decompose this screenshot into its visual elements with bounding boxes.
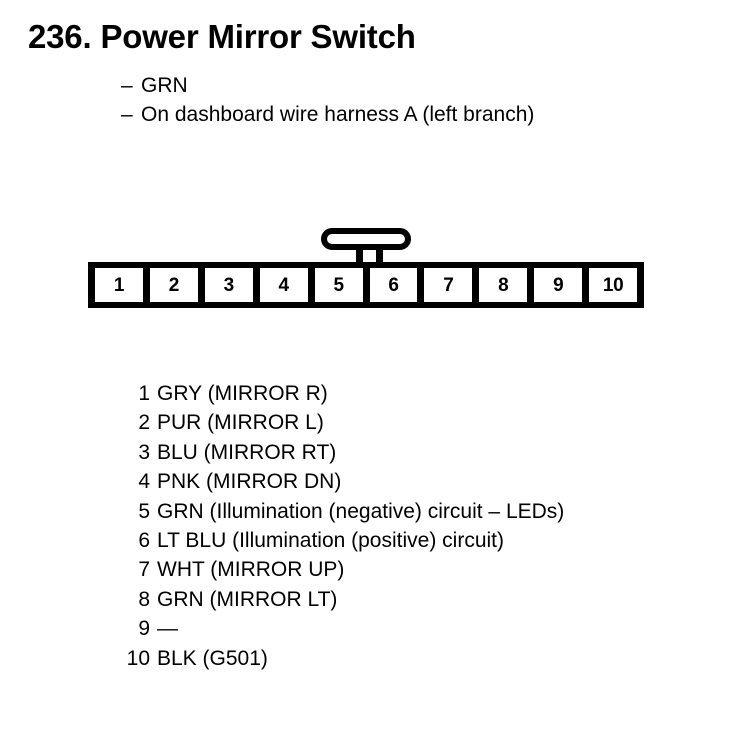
pin-row-number: 8: [138, 587, 150, 611]
pin-cell-5: 5: [314, 268, 363, 302]
pin-row: 5 GRN (Illumination (negative) circuit – …: [100, 497, 564, 526]
pin-row: 4 PNK (MIRROR DN): [100, 467, 564, 496]
pin-row-number: 4: [138, 470, 150, 494]
note-text: GRN: [141, 74, 188, 97]
pin-cell-6: 6: [369, 268, 418, 302]
pin-row-number: 7: [138, 558, 150, 582]
connector-diagram: 1 2 3 4 5 6 7 8 9 10: [88, 228, 644, 308]
pin-row-number: 3: [138, 440, 150, 464]
pin-row: 6 LT BLU (Illumination (positive) circuit…: [100, 526, 564, 555]
pin-row-number: 9: [138, 617, 150, 641]
page-title-number: 236.: [28, 18, 92, 55]
pin-row: 9—: [100, 614, 564, 643]
pin-row-number: 1: [138, 382, 150, 405]
pin-row-description: PUR (MIRROR L): [157, 411, 324, 435]
pin-cell-4: 4: [259, 268, 308, 302]
pin-row-description: —: [157, 617, 178, 641]
page-title: 236.Power Mirror Switch: [28, 19, 416, 55]
pin-row-description: BLU (MIRROR RT): [157, 440, 337, 464]
pin-row-number: 6: [138, 529, 150, 553]
pin-row-description: GRN (Illumination (negative) circuit – L…: [157, 499, 565, 523]
pin-assignment-list: 1 GRY (MIRROR R) 2 PUR (MIRROR L) 3 BLU (MI…: [100, 379, 565, 673]
pin-row: 8 GRN (MIRROR LT): [100, 585, 564, 614]
pin-row-number: 2: [138, 411, 150, 435]
pin-row-number: 5: [138, 499, 150, 523]
pin-cell-10: 10: [589, 268, 638, 302]
pin-cell-3: 3: [204, 268, 253, 302]
pin-row: 1 GRY (MIRROR R): [100, 379, 564, 408]
pin-row: 10 BLK (G501): [100, 644, 564, 673]
note-dash-icon: –: [121, 103, 133, 126]
latch-tab-body: [321, 228, 411, 250]
latch-tab-leg-left: [356, 244, 363, 263]
note-text: On dashboard wire harness A (left branch…: [141, 103, 535, 126]
note-line: –On dashboard wire harness A (left branc…: [121, 100, 534, 129]
pin-cell-2: 2: [149, 268, 198, 302]
connector-body: 1 2 3 4 5 6 7 8 9 10: [88, 262, 644, 308]
pin-row-description: WHT (MIRROR UP): [157, 558, 345, 582]
pin-row-description: GRY (MIRROR R): [157, 382, 328, 405]
pin-row: 3 BLU (MIRROR RT): [100, 438, 564, 467]
pin-row: 7 WHT (MIRROR UP): [100, 555, 564, 584]
pin-row-number: 10: [126, 646, 150, 670]
note-list: –GRN –On dashboard wire harness A (left …: [121, 71, 534, 129]
latch-tab-icon: [321, 228, 411, 263]
note-line: –GRN: [121, 71, 534, 100]
page-title-text: Power Mirror Switch: [100, 18, 416, 55]
pin-cell-8: 8: [479, 268, 528, 302]
note-dash-icon: –: [121, 74, 133, 97]
pin-cell-9: 9: [534, 268, 583, 302]
pin-row-description: BLK (G501): [157, 646, 268, 670]
pin-cell-7: 7: [424, 268, 473, 302]
pin-cell-1: 1: [95, 268, 143, 302]
pin-row-description: GRN (MIRROR LT): [157, 587, 338, 611]
latch-tab-leg-right: [376, 244, 383, 263]
pin-row: 2 PUR (MIRROR L): [100, 408, 564, 437]
pin-row-description: LT BLU (Illumination (positive) circuit): [157, 529, 504, 553]
pin-row-description: PNK (MIRROR DN): [157, 470, 342, 494]
